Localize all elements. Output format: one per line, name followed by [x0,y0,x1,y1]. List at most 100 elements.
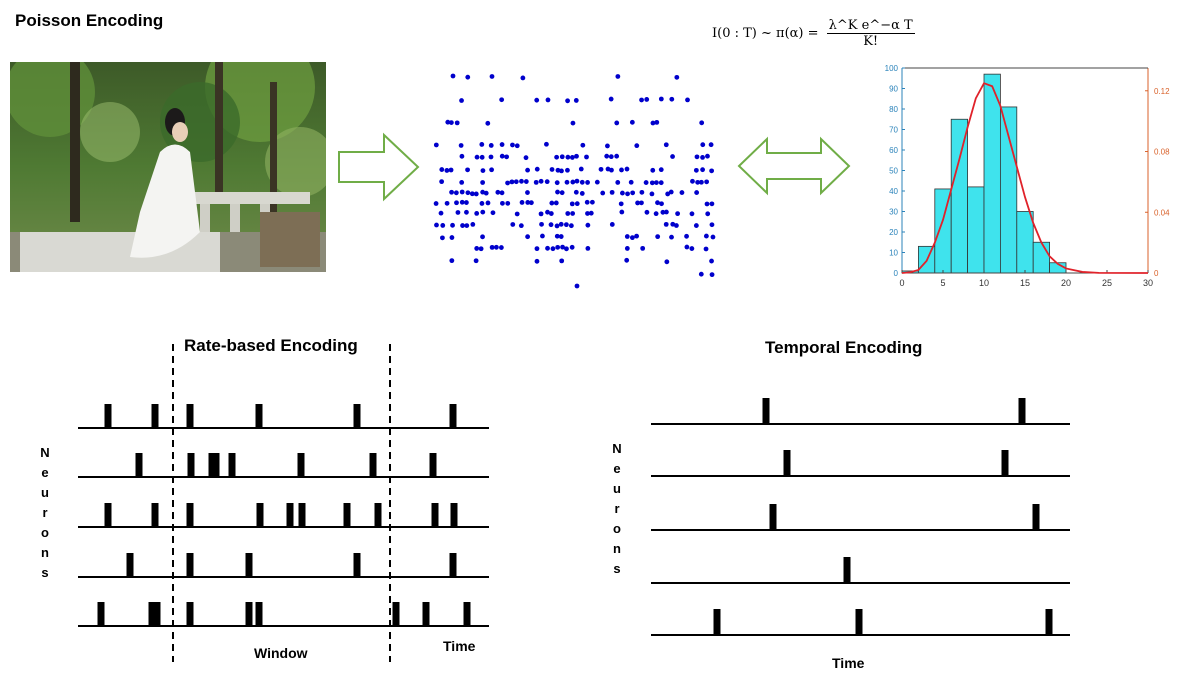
spike-dot [570,179,576,185]
spike-dot [479,142,485,147]
spike-dot [630,190,636,196]
spike-dot [655,200,660,206]
spike-dot [709,222,715,228]
spike-dot [459,189,465,195]
spike-dot [505,200,511,206]
spike-dot [569,155,575,160]
spike-dot [499,153,505,159]
spike-dot [663,221,669,227]
x-tick-label: 0 [899,278,904,288]
spike-dot [555,244,561,250]
spike-dot [693,167,699,173]
spike-dot [578,166,584,172]
spike-dot [445,119,451,125]
pdf-curve [901,82,1149,274]
spike-dot [545,209,550,215]
spike-dot [470,221,476,227]
y-tick-label: 0 [894,269,899,278]
spike-bar [228,453,236,477]
spike-bar [783,450,791,476]
spike-dot [553,200,559,206]
spike-dot [549,200,555,206]
spike-bar [449,553,457,577]
spike-dot [634,143,640,149]
spike-dot [440,235,445,241]
spike-dot [663,142,669,148]
histogram-bar [967,186,985,274]
spike-dot [574,153,579,159]
spike-dot [564,179,570,185]
spike-dot [494,244,499,250]
spike-dot [615,180,621,185]
spike-bar [1045,609,1053,635]
spike-dot [458,143,464,148]
spike-dot [485,120,491,126]
spike-dot [433,142,439,148]
spike-dot [505,180,510,186]
spike-dot [444,168,450,173]
spike-dot [658,96,664,102]
x-tick-label: 10 [979,278,989,288]
poisson-encoding-title: Poisson Encoding [15,11,164,30]
neurons-letter: n [613,541,621,556]
spike-dot [519,200,525,205]
spike-dot [534,246,540,252]
spike-bar [450,503,458,527]
y-tick-label: 100 [885,64,899,73]
spike-bar [855,609,863,635]
spike-dot [449,189,454,195]
spike-dot [440,223,446,228]
spike-bar [97,602,105,626]
input-photo [10,62,326,272]
spike-dot [650,120,656,126]
spike-dot [605,143,610,149]
spike-dot [635,200,640,206]
spike-dot [664,209,669,215]
spike-dot [565,98,570,104]
spike-dot [500,200,505,206]
spike-bar [369,453,377,477]
spike-bar [104,503,112,527]
spike-dot [649,180,655,186]
spike-dot [669,234,674,240]
spike-dot [464,223,470,228]
neurons-letter: N [40,445,50,460]
spike-dot [559,190,565,196]
spike-bar [208,453,216,477]
spike-dot [624,246,630,251]
spike-dot [618,201,624,207]
spike-bar [212,453,220,477]
spike-bar [255,404,263,428]
spike-dot [709,168,715,174]
spike-bar [186,553,194,577]
spike-dot [453,190,459,196]
spike-dot [600,190,606,196]
spike-dot [510,222,516,227]
rate-time-label: Time [443,638,476,654]
neurons-letter: s [41,565,49,580]
spike-dot [579,191,585,196]
spike-dot [564,246,569,252]
spike-dot [573,98,579,103]
y-tick-label: 60 [889,146,898,155]
spike-bar [463,602,471,626]
spike-dot [459,180,465,185]
spike-bar [104,404,112,428]
spike-dot [489,244,495,250]
spike-dot [684,233,689,239]
spike-dot [594,179,600,185]
spike-dot [709,272,715,278]
spike-dot [625,191,630,197]
spike-dot [474,246,480,251]
x-tick-label: 20 [1061,278,1071,288]
spike-dot [554,154,560,160]
neurons-letter: r [614,501,620,516]
spike-dot [533,179,539,185]
spike-dot [689,246,695,251]
spike-dot [639,189,645,195]
spike-dot [489,167,495,173]
spike-dot [609,222,615,227]
spike-dot [499,190,505,196]
temporal-encoding-title: Temporal Encoding [765,338,923,357]
spike-dot [658,180,664,186]
